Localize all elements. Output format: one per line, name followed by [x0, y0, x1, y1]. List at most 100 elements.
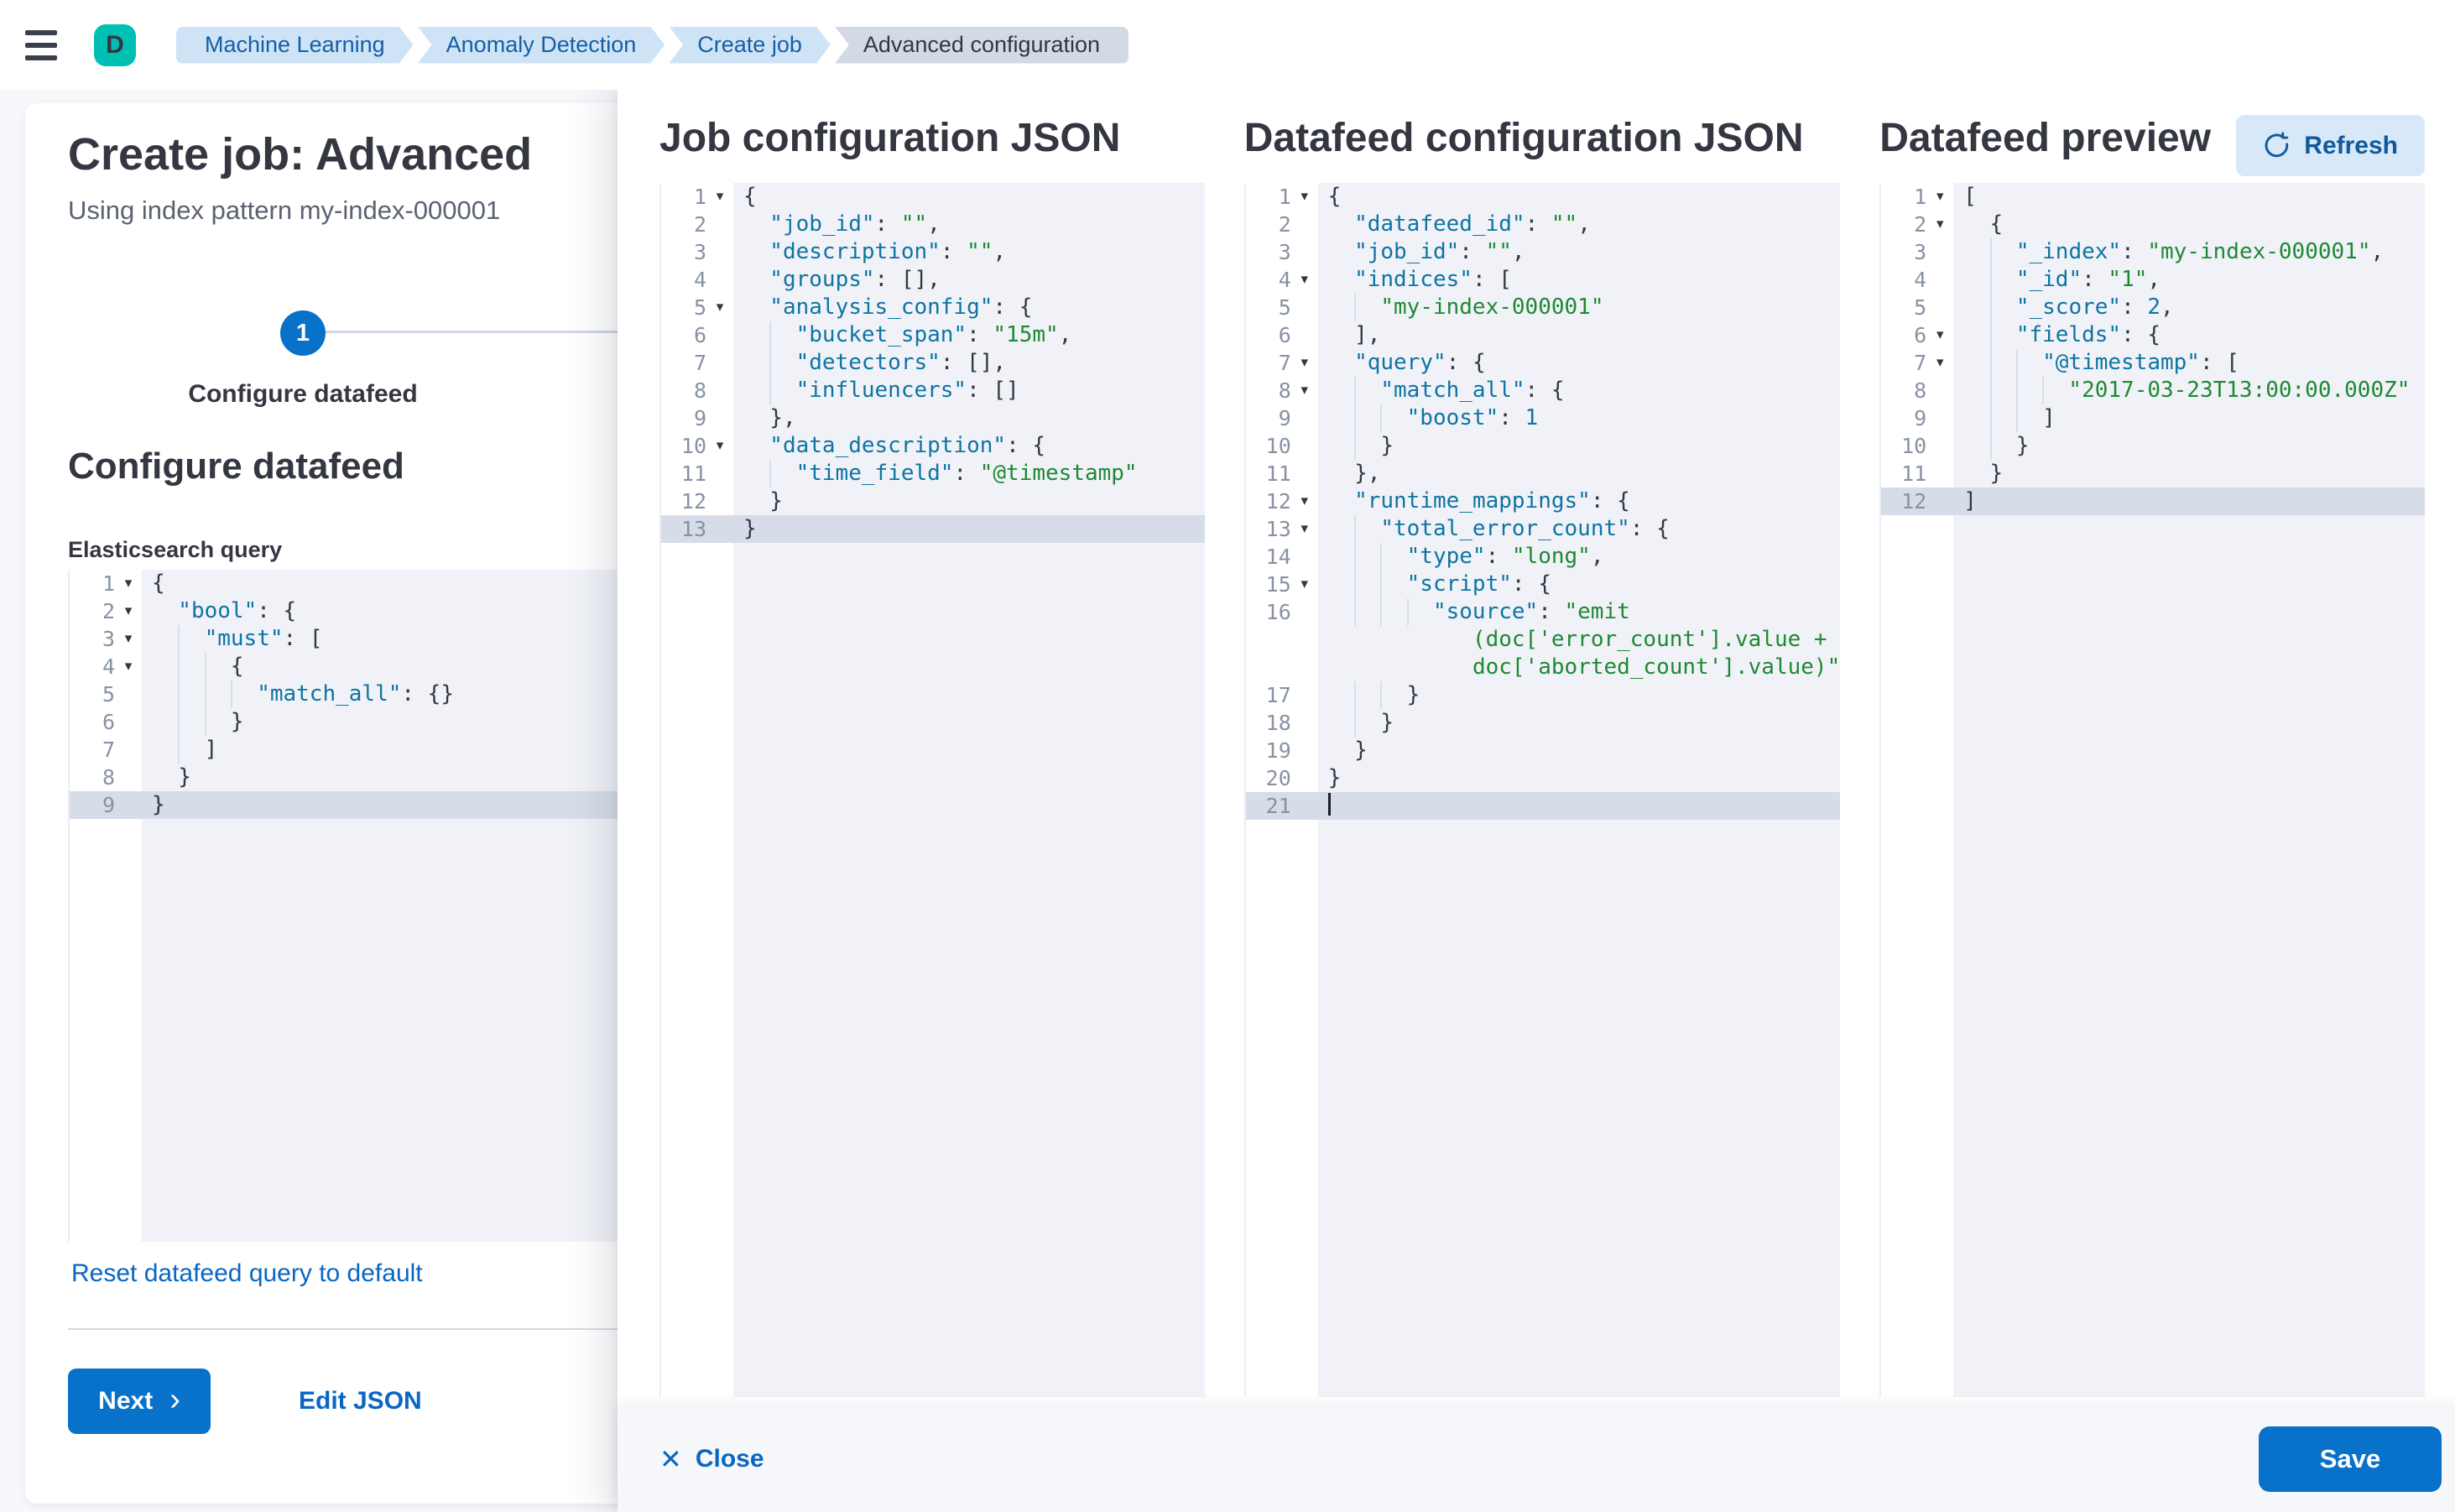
code-line: 1▾{	[102, 571, 165, 596]
code-line: 11},	[1265, 461, 1381, 486]
text-cursor	[1327, 792, 1331, 816]
code-line: 8▾"match_all": {	[1278, 377, 1565, 404]
code-line: 3"description": "",	[693, 239, 1007, 264]
code-line: 4"_id": "1",	[1914, 266, 2161, 294]
code-line: 3"job_id": "",	[1278, 239, 1525, 264]
code-line: 11}	[1901, 461, 2004, 486]
code-line: 2▾"bool": {	[102, 598, 297, 623]
code-line: 5"_score": 2,	[1914, 294, 2174, 321]
code-line: 12]	[1881, 487, 2425, 515]
job-configuration-column: Job configuration JSON 1▾{2"job_id": "",…	[659, 90, 1205, 1406]
code-line: 12▾"runtime_mappings": {	[1265, 488, 1630, 514]
code-line: 10▾"data_description": {	[680, 433, 1046, 458]
code-line: 7"detectors": [],	[693, 349, 1007, 377]
index-pattern-subtitle: Using index pattern my-index-000001	[68, 196, 501, 225]
job-configuration-editor[interactable]: 1▾{2"job_id": "",3"description": "", 4"gr…	[659, 183, 1205, 1397]
fold-arrow-icon[interactable]: ▾	[1936, 326, 1944, 343]
code-line: 19}	[1265, 738, 1368, 763]
code-line: 2▾{	[1914, 211, 2004, 237]
code-line: 1▾{	[1278, 184, 1342, 209]
code-line: 4▾{	[102, 653, 244, 680]
code-line: 10}	[1265, 432, 1394, 460]
fold-arrow-icon[interactable]: ▾	[124, 575, 133, 592]
code-line: (doc['error_count'].value +	[1472, 627, 1827, 652]
breadcrumb-item[interactable]: Anomaly Detection	[418, 27, 665, 64]
code-line: 12}	[680, 488, 783, 514]
code-line: 8"2017-03-23T13:00:00.000Z"	[1914, 377, 2411, 404]
fold-arrow-icon[interactable]: ▾	[1300, 271, 1309, 288]
code-line: 5▾"analysis_config": {	[693, 295, 1033, 320]
flyout-footer: ✕ Close Save	[618, 1406, 2455, 1512]
code-line: 21	[1245, 792, 1841, 820]
code-line: 9},	[693, 405, 796, 430]
code-line: 10}	[1901, 432, 2030, 460]
fold-arrow-icon[interactable]: ▾	[1300, 520, 1309, 537]
fold-arrow-icon[interactable]: ▾	[716, 299, 724, 315]
fold-arrow-icon[interactable]: ▾	[1936, 216, 1944, 232]
breadcrumb-item[interactable]: Machine Learning	[176, 27, 414, 64]
datafeed-preview-title: Datafeed preview	[1879, 116, 2212, 160]
refresh-icon	[2265, 132, 2289, 158]
next-button[interactable]: Next ›	[68, 1369, 211, 1434]
datafeed-preview-column: Datafeed preview Refresh 1▾[2▾{3"_index"…	[1879, 90, 2425, 1406]
step-1-label: Configure datafeed	[188, 380, 418, 408]
code-line: 6}	[102, 708, 244, 736]
code-line: 5"match_all": {}	[102, 680, 454, 708]
elasticsearch-query-label: Elasticsearch query	[68, 537, 283, 562]
code-line: 8"influencers": []	[693, 377, 1019, 404]
code-line: 4"groups": [],	[693, 267, 941, 292]
divider	[68, 1328, 998, 1330]
code-line: 14"type": "long",	[1265, 543, 1604, 571]
code-line: 7▾"query": {	[1278, 350, 1486, 375]
reset-datafeed-query-link[interactable]: Reset datafeed query to default	[71, 1259, 423, 1287]
fold-arrow-icon[interactable]: ▾	[1300, 382, 1309, 399]
code-line: doc['aborted_count'].value)"	[1472, 654, 1841, 680]
code-line: 7▾"@timestamp": [	[1914, 349, 2239, 377]
fold-arrow-icon[interactable]: ▾	[124, 602, 133, 619]
code-line: 20}	[1265, 765, 1342, 790]
fold-arrow-icon[interactable]: ▾	[1300, 493, 1309, 509]
menu-icon[interactable]	[25, 29, 57, 60]
datafeed-configuration-column: Datafeed configuration JSON 1▾{2"datafee…	[1243, 90, 1841, 1406]
chevron-right-icon: ›	[169, 1382, 180, 1417]
code-line: 11"time_field": "@timestamp"	[680, 460, 1138, 487]
code-line: 16"source": "emit	[1265, 598, 1630, 626]
fold-arrow-icon[interactable]: ▾	[124, 630, 133, 647]
refresh-button[interactable]: Refresh	[2236, 115, 2425, 176]
fold-arrow-icon[interactable]: ▾	[1936, 354, 1944, 371]
code-line: 2"datafeed_id": "",	[1278, 211, 1591, 237]
edit-json-flyout: Job configuration JSON 1▾{2"job_id": "",…	[618, 90, 2455, 1512]
fold-arrow-icon[interactable]: ▾	[1300, 188, 1309, 205]
datafeed-configuration-editor[interactable]: 1▾{2"datafeed_id": "",3"job_id": "", 4▾"i…	[1243, 183, 1841, 1397]
datafeed-configuration-title: Datafeed configuration JSON	[1243, 116, 1804, 160]
fold-arrow-icon[interactable]: ▾	[124, 658, 133, 675]
fold-arrow-icon[interactable]: ▾	[1300, 576, 1309, 592]
step-1-indicator[interactable]: 1	[280, 310, 326, 356]
edit-json-link[interactable]: Edit JSON	[299, 1387, 422, 1415]
code-line: 5"my-index-000001"	[1278, 294, 1604, 321]
save-button[interactable]: Save	[2259, 1426, 2442, 1492]
fold-arrow-icon[interactable]: ▾	[1300, 354, 1309, 371]
code-line: 1▾{	[693, 184, 757, 209]
fold-arrow-icon[interactable]: ▾	[716, 437, 724, 454]
page-title: Create job: Advanced	[68, 129, 533, 180]
section-heading: Configure datafeed	[68, 446, 404, 487]
fold-arrow-icon[interactable]: ▾	[1936, 188, 1944, 205]
fold-arrow-icon[interactable]: ▾	[716, 188, 724, 205]
code-line: 17}	[1265, 681, 1420, 709]
code-line: 3▾"must": [	[102, 625, 323, 653]
job-configuration-title: Job configuration JSON	[659, 116, 1121, 160]
code-line: 7]	[102, 736, 218, 764]
code-line: 6▾"fields": {	[1914, 321, 2161, 349]
code-line: 4▾"indices": [	[1278, 267, 1512, 292]
code-line: 1▾[	[1914, 184, 1977, 209]
close-button[interactable]: ✕ Close	[659, 1444, 764, 1474]
code-line: 9"boost": 1	[1278, 404, 1539, 432]
datafeed-preview-editor[interactable]: 1▾[2▾{3"_index": "my-index-000001",4"_id…	[1879, 183, 2425, 1397]
code-line: 2"job_id": "",	[693, 211, 941, 237]
code-line: 18}	[1265, 709, 1394, 737]
space-avatar[interactable]: D	[94, 23, 136, 66]
breadcrumb-item[interactable]: Create job	[669, 27, 831, 64]
code-line: 13}	[661, 515, 1205, 543]
